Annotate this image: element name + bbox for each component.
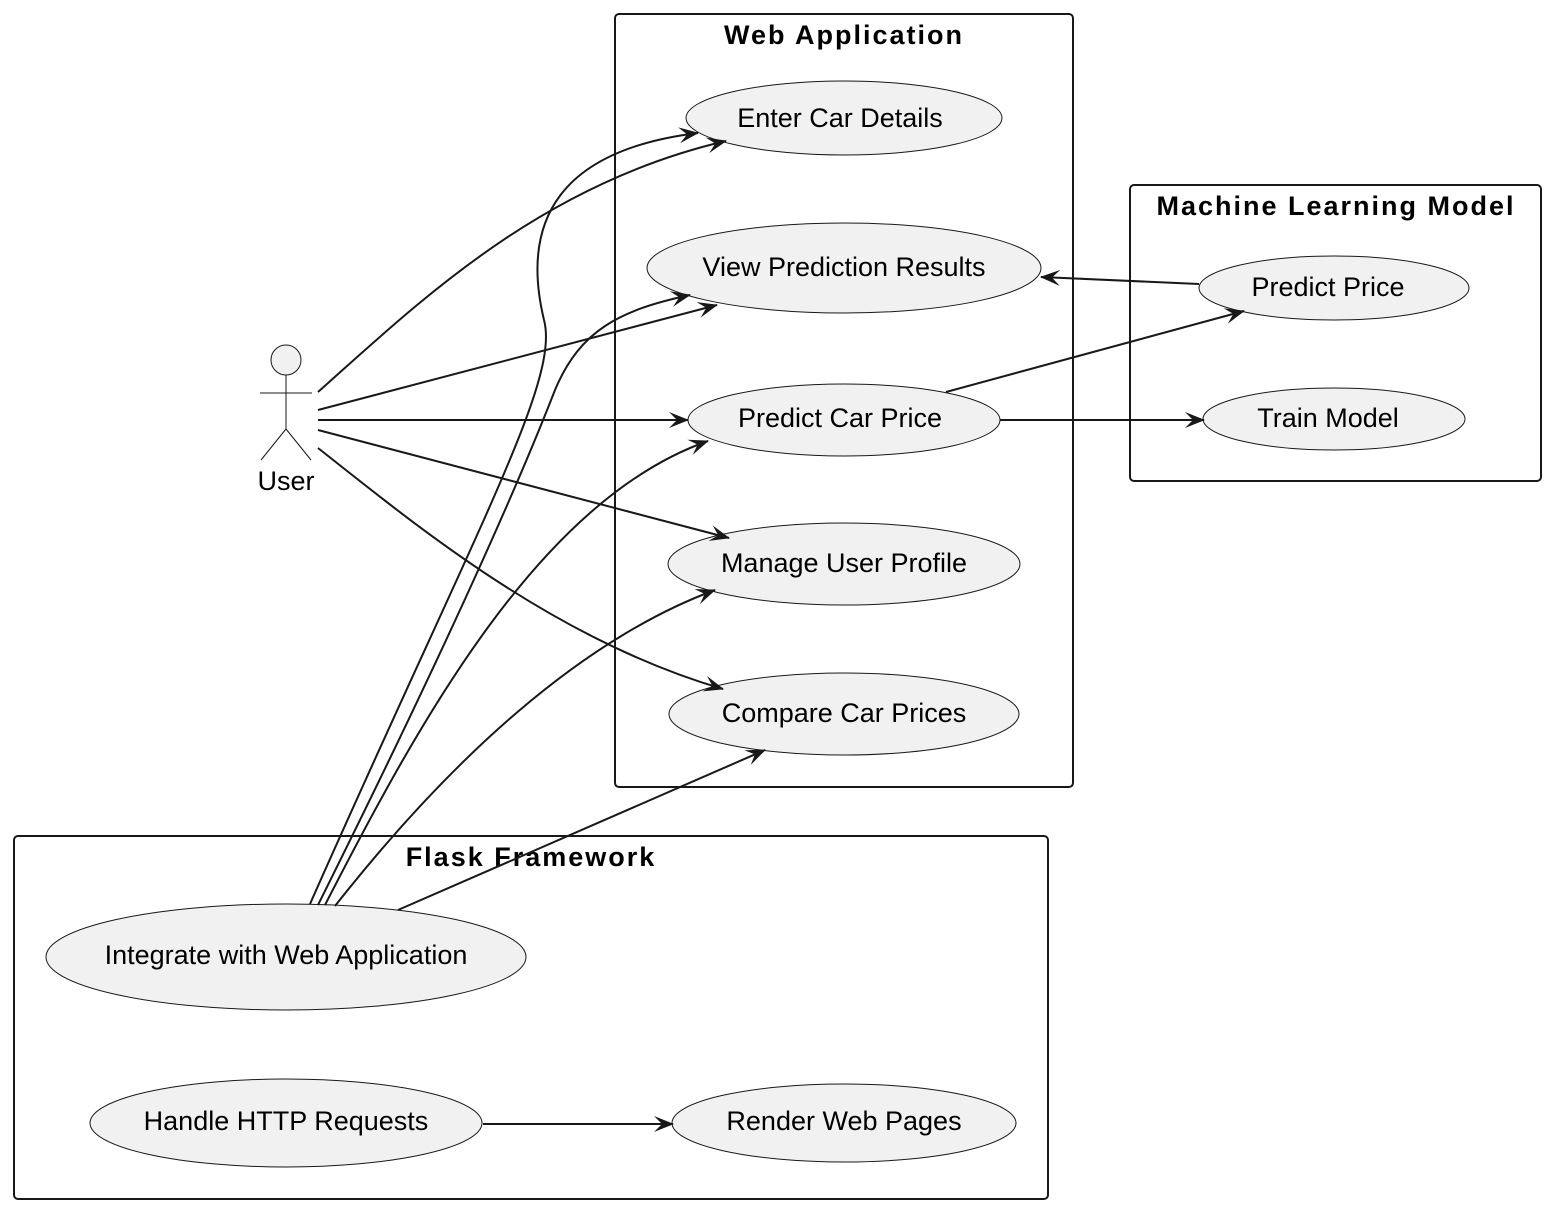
use-case-label: Train Model: [1257, 403, 1399, 433]
edge-user-manage-user-profile: [317, 429, 730, 541]
use-case-train-model: Train Model: [1202, 387, 1466, 451]
edge-predict-price-view-prediction-results: [1040, 269, 1200, 286]
edge-integrate-enter-car-details: [309, 127, 699, 905]
edge-integrate-manage-user-profile: [334, 589, 716, 907]
edge-user-compare-car-prices: [317, 447, 724, 692]
use-case-integrate-with-web-application: Integrate with Web Application: [45, 903, 527, 1011]
use-case-manage-user-profile: Manage User Profile: [667, 522, 1021, 606]
actor-left-leg: [260, 428, 287, 461]
use-case-compare-car-prices: Compare Car Prices: [668, 672, 1020, 756]
actor-user: User: [257, 344, 315, 496]
use-case-predict-car-price: Predict Car Price: [687, 383, 1001, 457]
use-case-label: Compare Car Prices: [722, 698, 967, 728]
use-case-label: Integrate with Web Application: [105, 940, 468, 970]
use-case-view-prediction-results: View Prediction Results: [646, 222, 1042, 314]
use-case-label: Predict Car Price: [738, 403, 942, 433]
use-case-label: View Prediction Results: [702, 252, 985, 282]
use-case-render-web-pages: Render Web Pages: [671, 1083, 1017, 1163]
edge-user-enter-car-details: [317, 137, 727, 393]
use-case-predict-price: Predict Price: [1198, 255, 1470, 321]
package-title: Flask Framework: [406, 842, 657, 872]
use-case-label: Enter Car Details: [737, 103, 943, 133]
use-case-label: Predict Price: [1251, 272, 1404, 302]
package-title: Web Application: [724, 20, 964, 50]
actor-label: User: [257, 466, 314, 496]
relationships: [309, 127, 1245, 1132]
edge-integrate-compare-car-prices: [397, 749, 766, 911]
use-case-enter-car-details: Enter Car Details: [685, 80, 1003, 156]
package-title: Machine Learning Model: [1156, 191, 1515, 221]
edge-predict-car-price-predict-price: [945, 308, 1245, 393]
edge-user-view-prediction-results: [317, 302, 718, 411]
actor-head: [270, 344, 302, 376]
use-case-label: Render Web Pages: [726, 1106, 961, 1136]
actor-right-leg: [285, 428, 312, 461]
edge-integrate-predict-car-price: [324, 439, 709, 906]
edge-integrate-view-prediction-results: [317, 291, 691, 906]
use-case-label: Handle HTTP Requests: [144, 1106, 429, 1136]
use-case-label: Manage User Profile: [721, 548, 967, 578]
use-case-handle-http-requests: Handle HTTP Requests: [89, 1078, 483, 1168]
